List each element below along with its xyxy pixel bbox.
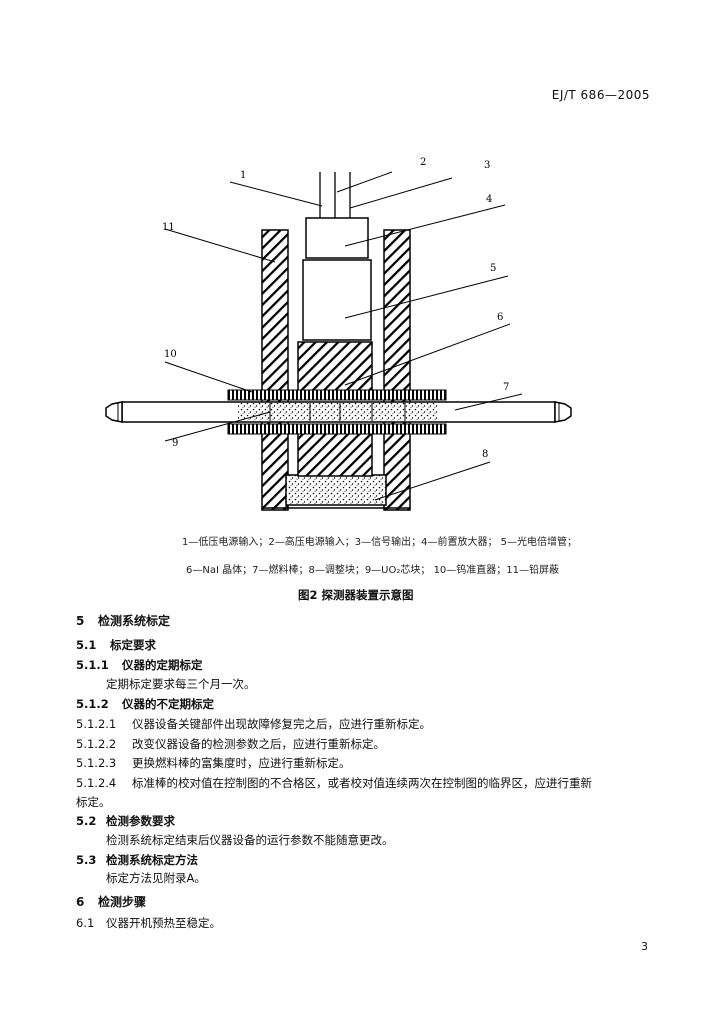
photomultiplier	[302, 259, 372, 341]
collimator-top	[227, 389, 447, 401]
detector-diagram: 1 2 3 4 5 6 7 8 9 10 11	[105, 157, 572, 511]
adjustment-block	[285, 474, 387, 506]
lead-shield-right	[383, 229, 411, 511]
callout-7: 7	[503, 382, 509, 393]
callout-8: 8	[482, 449, 488, 460]
callout-4: 4	[486, 194, 492, 205]
figure-caption: 图2 探测器装置示意图	[298, 588, 414, 602]
callout-5: 5	[490, 263, 496, 274]
figure-legend-line-2: 6—NaI 晶体；7—燃料棒；8—调整块；9—UO₂芯块； 10—钨准直器；11…	[186, 565, 560, 576]
callout-2: 2	[420, 157, 426, 168]
uo2-pellets	[238, 403, 438, 421]
figure-legend-line-1: 1—低压电源输入；2—高压电源输入；3—信号输出；4—前置放大器； 5—光电倍增…	[182, 537, 577, 548]
lead-shield-left	[261, 229, 289, 511]
callout-10: 10	[164, 349, 177, 360]
paragraph: 定期标定要求每三个月一次。	[106, 677, 256, 691]
paragraph: 标定方法见附录A。	[106, 871, 206, 885]
callout-3: 3	[484, 160, 490, 171]
callout-6: 6	[497, 312, 503, 323]
preamplifier	[305, 217, 369, 259]
lower-block	[297, 427, 373, 477]
paragraph: 检测系统标定结束后仪器设备的运行参数不能随意更改。	[106, 833, 394, 847]
nai-crystal	[297, 341, 373, 393]
standard-number: EJ/T 686—2005	[551, 88, 650, 102]
callout-1: 1	[240, 170, 246, 181]
collimator-bottom	[227, 423, 447, 435]
page-number: 3	[641, 940, 648, 953]
callout-9: 9	[172, 438, 178, 449]
paragraph-continued: 标定。	[76, 795, 111, 809]
callout-11: 11	[162, 222, 175, 233]
